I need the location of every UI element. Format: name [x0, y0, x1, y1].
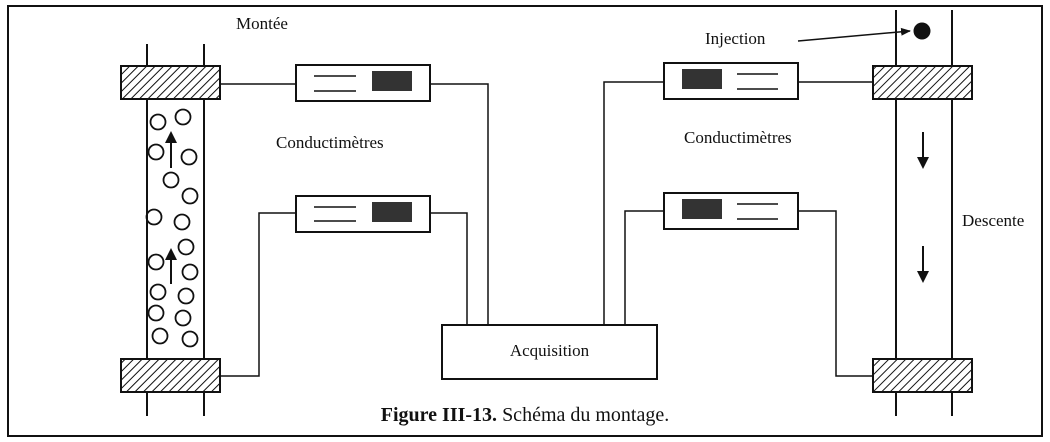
figure-caption: Figure III-13. Schéma du montage.: [0, 404, 1050, 427]
conductivity-probe: [295, 64, 431, 102]
conductivity-probe: [663, 62, 799, 100]
up-arrow-icon: [165, 131, 177, 168]
figure-caption-text: Schéma du montage.: [497, 404, 670, 426]
conductimetres-left-label: Conductimètres: [276, 133, 384, 152]
descente-label: Descente: [962, 211, 1025, 230]
bubbles: [145, 108, 199, 348]
conductivity-probe: [295, 195, 431, 233]
injection-arrow: [797, 27, 911, 42]
acquisition-label: Acquisition: [509, 341, 590, 360]
conductimetres-right-label: Conductimètres: [684, 128, 792, 147]
down-arrow-icon: [917, 132, 929, 169]
outer-border: [7, 5, 1043, 437]
montee-label: Montée: [236, 14, 288, 33]
down-arrow-icon: [917, 246, 929, 283]
left-bottom-flange: [120, 358, 221, 393]
injection-label: Injection: [705, 29, 766, 48]
rising-column: [146, 44, 205, 416]
left-top-flange: [120, 65, 221, 100]
conductivity-probe: [663, 192, 799, 230]
figure-number: Figure III-13.: [380, 404, 498, 426]
tracer-dot: [913, 22, 931, 40]
acquisition-box: [441, 324, 658, 380]
wiring: [220, 81, 873, 377]
up-arrow-icon: [165, 248, 177, 284]
right-bottom-flange: [872, 358, 973, 393]
right-top-flange: [872, 65, 973, 100]
